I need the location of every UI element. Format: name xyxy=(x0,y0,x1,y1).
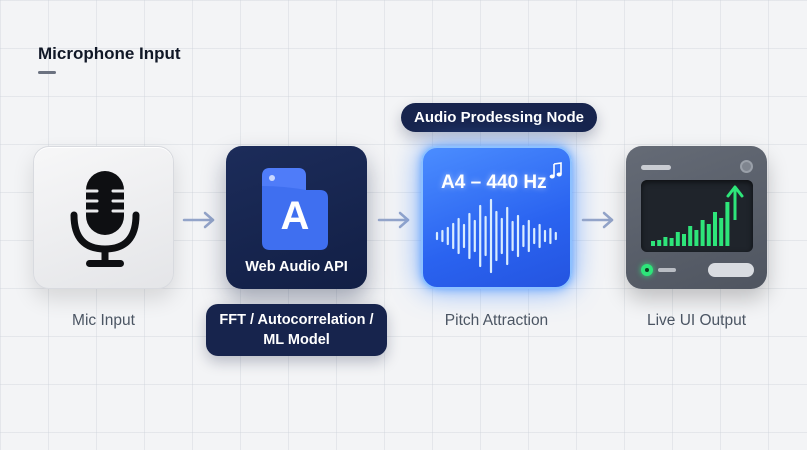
arrow-right-icon xyxy=(182,211,215,229)
device-screen xyxy=(641,180,753,252)
audio-processing-node-label: Audio Prodessing Node xyxy=(401,103,597,132)
arrow-right-icon xyxy=(377,211,410,229)
device-button[interactable] xyxy=(708,263,754,277)
output-bar xyxy=(675,232,680,246)
live-ui-output-caption: Live UI Output xyxy=(646,312,747,329)
fft-label-line1: FFT / Autocorrelation / xyxy=(219,312,374,328)
mic-input-caption: Mic Input xyxy=(72,312,135,329)
output-bar xyxy=(651,241,655,246)
bar-chart-trend-icon xyxy=(651,185,744,246)
output-bar xyxy=(688,226,693,246)
output-bar xyxy=(713,212,717,246)
output-bar xyxy=(700,220,705,246)
web-audio-api-node[interactable]: A Web Audio API xyxy=(226,146,367,289)
output-bar xyxy=(669,238,674,246)
status-led-icon xyxy=(641,264,653,276)
mic-input-node[interactable] xyxy=(33,146,174,289)
live-ui-output-node[interactable] xyxy=(626,146,767,289)
output-bar xyxy=(663,237,668,246)
output-bar xyxy=(706,224,711,246)
output-bar xyxy=(719,218,724,246)
trend-arrow-head xyxy=(726,185,744,198)
output-bar xyxy=(657,240,662,246)
title-underline xyxy=(38,71,56,74)
web-audio-api-label: Web Audio API xyxy=(245,259,348,275)
pitch-frequency-label: A4 – 440 Hz xyxy=(441,172,547,193)
output-bar xyxy=(682,234,686,246)
microphone-icon xyxy=(70,171,140,267)
device-indicator-line xyxy=(658,268,676,272)
fft-label-line2: ML Model xyxy=(263,332,330,348)
device-status-bar xyxy=(641,165,671,170)
device-knob-icon xyxy=(740,160,753,173)
pitch-detection-node[interactable]: A4 – 440 Hz xyxy=(421,146,572,289)
app-tile-icon xyxy=(262,168,328,250)
music-note-icon xyxy=(549,162,562,179)
webaudio-icon-letter: A xyxy=(280,194,310,238)
output-bar xyxy=(694,230,699,246)
fft-model-label: FFT / Autocorrelation / ML Model xyxy=(206,304,387,356)
arrow-right-icon xyxy=(581,211,614,229)
page-title: Microphone Input xyxy=(38,44,181,63)
pitch-attraction-caption: Pitch Attraction xyxy=(444,312,549,329)
output-bar xyxy=(725,202,730,246)
waveform-icon xyxy=(435,198,557,274)
